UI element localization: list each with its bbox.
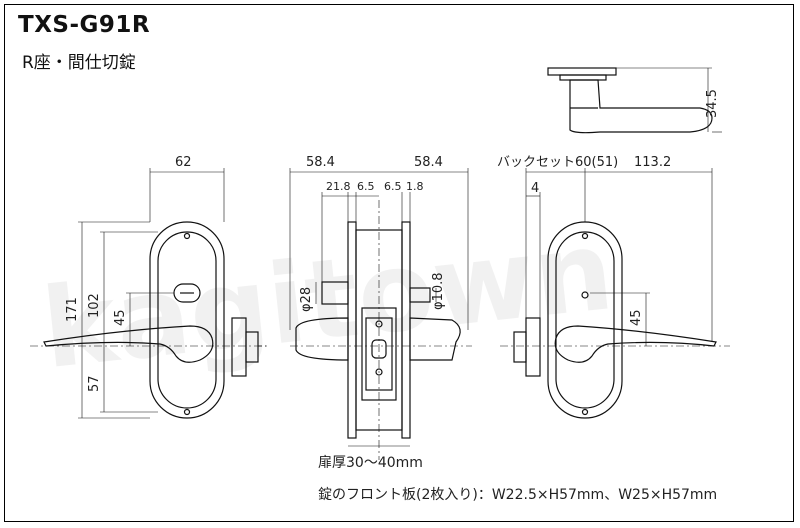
dim-right-113-2: 113.2 [634,155,671,170]
dim-center-1-8: 1.8 [406,180,424,193]
dim-center-21-8: 21.8 [326,180,351,193]
dim-right-4: 4 [531,181,539,196]
drawing-frame [4,4,794,522]
dim-dia-28: φ28 [299,287,314,312]
front-plate-note: 錠のフロント板(2枚入り)：W22.5×H57mm、W25×H57mm [318,487,718,503]
dim-side-height: 34.5 [705,89,720,118]
dim-left-57: 57 [87,375,102,392]
dim-center-left: 58.4 [306,155,335,170]
dim-dia-10-8: φ10.8 [431,272,446,310]
product-title: TXS-G91R [18,12,151,38]
dim-left-102: 102 [87,293,102,318]
product-subtitle: R座・間仕切錠 [22,53,136,73]
door-thickness-label: 扉厚30〜40mm [318,455,423,471]
dim-right-45: 45 [629,309,644,326]
dim-left-45: 45 [113,309,128,326]
side-view [547,67,722,134]
dim-left-width: 62 [175,155,192,170]
dim-center-6-5-right: 6.5 [384,180,402,193]
dim-center-right: 58.4 [414,155,443,170]
left-front-view [30,168,270,419]
watermark: kagitown [37,206,619,393]
dim-backset: バックセット60(51) [497,155,618,170]
dim-center-6-5-left: 6.5 [357,180,375,193]
dim-left-171: 171 [65,297,80,322]
right-front-view [500,168,730,419]
center-section-view [289,168,472,460]
